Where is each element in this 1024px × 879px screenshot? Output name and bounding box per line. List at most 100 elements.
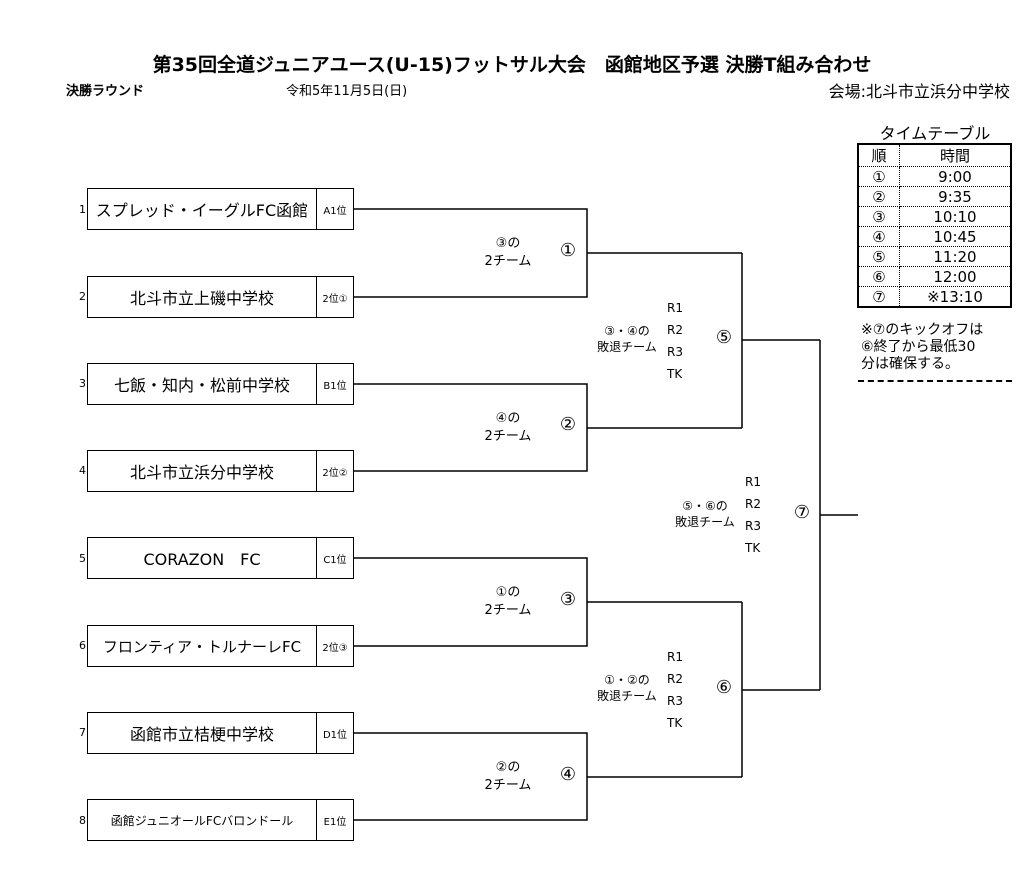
- timetable-header: 順 時間: [858, 144, 1011, 167]
- role-r2: R2: [667, 323, 683, 337]
- loser-feed: ⑤・⑥の 敗退チーム: [660, 498, 750, 530]
- feed-line: 2チーム: [484, 254, 532, 269]
- team-number: 6: [79, 639, 86, 652]
- team-seed: C1位: [316, 537, 354, 579]
- match-number: ②: [559, 414, 577, 435]
- order-cell: ④: [858, 226, 900, 247]
- loser-feed: ③・④の 敗退チーム: [582, 323, 672, 355]
- team-name: フロンティア・トルナーレFC: [87, 625, 317, 667]
- time-cell: 12:00: [899, 266, 1011, 287]
- timetable-row: ④ 10:45: [858, 226, 1011, 247]
- referee-feed: ④の 2チーム: [468, 410, 548, 446]
- team-seed: E1位: [316, 799, 354, 841]
- timetable-row: ⑤ 11:20: [858, 246, 1011, 267]
- team-number: 7: [79, 726, 86, 739]
- role-r1: R1: [667, 650, 683, 664]
- order-cell: ⑤: [858, 246, 900, 267]
- match-number: ⑤: [715, 327, 733, 348]
- feed-line: ③の: [495, 236, 521, 251]
- team-seed: B1位: [316, 363, 354, 405]
- team-seed: 2位②: [316, 450, 354, 492]
- team-number: 8: [79, 814, 86, 827]
- match-number: ①: [559, 240, 577, 261]
- loser-line: ⑤・⑥の: [682, 499, 728, 513]
- time-cell: ※13:10: [899, 286, 1011, 308]
- timetable-row: ⑥ 12:00: [858, 266, 1011, 287]
- timetable-row: ② 9:35: [858, 186, 1011, 207]
- role-tk: TK: [667, 716, 683, 730]
- role-tk: TK: [667, 367, 683, 381]
- role-tk: TK: [745, 541, 761, 555]
- team-name: 北斗市立浜分中学校: [87, 450, 317, 492]
- team-name: スプレッド・イーグルFC函館: [87, 188, 317, 230]
- role-r3: R3: [745, 519, 761, 533]
- team-name: 北斗市立上磯中学校: [87, 276, 317, 318]
- role-r3: R3: [667, 345, 683, 359]
- timetable-row: ③ 10:10: [858, 206, 1011, 227]
- team-number: 2: [79, 290, 86, 303]
- loser-line: ③・④の: [604, 324, 650, 338]
- team-seed: A1位: [316, 188, 354, 230]
- order-cell: ②: [858, 186, 900, 207]
- referee-roles: R1 R2 R3 TK: [667, 646, 697, 734]
- note-line: ※⑦のキックオフは: [861, 322, 984, 338]
- team-seed: D1位: [316, 712, 354, 754]
- referee-feed: ②の 2チーム: [468, 759, 548, 795]
- feed-line: 2チーム: [484, 778, 532, 793]
- feed-line: 2チーム: [484, 603, 532, 618]
- loser-line: 敗退チーム: [597, 340, 657, 354]
- time-cell: 10:45: [899, 226, 1011, 247]
- role-r2: R2: [745, 497, 761, 511]
- loser-feed: ①・②の 敗退チーム: [582, 672, 672, 704]
- referee-roles: R1 R2 R3 TK: [667, 297, 697, 385]
- role-r1: R1: [745, 475, 761, 489]
- role-r2: R2: [667, 672, 683, 686]
- match-number: ③: [559, 589, 577, 610]
- loser-line: 敗退チーム: [597, 689, 657, 703]
- order-cell: ⑦: [858, 286, 900, 308]
- venue-label: 会場:北斗市立浜分中学校: [828, 82, 1010, 101]
- timetable-row: ① 9:00: [858, 166, 1011, 187]
- note-line: ⑥終了から最低30: [861, 339, 976, 355]
- referee-feed: ①の 2チーム: [468, 584, 548, 620]
- order-header: 順: [858, 144, 900, 167]
- order-cell: ①: [858, 166, 900, 187]
- timetable-row: ⑦ ※13:10: [858, 286, 1011, 308]
- referee-roles: R1 R2 R3 TK: [745, 471, 775, 559]
- team-number: 3: [79, 377, 86, 390]
- loser-line: ①・②の: [604, 673, 650, 687]
- feed-line: 2チーム: [484, 429, 532, 444]
- role-r3: R3: [667, 694, 683, 708]
- time-header: 時間: [899, 144, 1011, 167]
- time-cell: 10:10: [899, 206, 1011, 227]
- team-seed: 2位③: [316, 625, 354, 667]
- team-name: 函館ジュニオールFCバロンドール: [87, 799, 317, 841]
- timetable-title: タイムテーブル: [879, 124, 991, 143]
- feed-line: ④の: [495, 411, 521, 426]
- timetable-note: ※⑦のキックオフは ⑥終了から最低30 分は確保する。: [861, 322, 983, 373]
- loser-line: 敗退チーム: [675, 515, 735, 529]
- role-r1: R1: [667, 301, 683, 315]
- feed-line: ①の: [495, 585, 521, 600]
- match-number: ⑥: [715, 677, 733, 698]
- team-name: 七飯・知内・松前中学校: [87, 363, 317, 405]
- order-cell: ⑥: [858, 266, 900, 287]
- timetable: 順 時間 ① 9:00 ② 9:35 ③ 10:10 ④ 10:45 ⑤ 11:…: [857, 143, 1012, 308]
- order-cell: ③: [858, 206, 900, 227]
- team-seed: 2位①: [316, 276, 354, 318]
- note-line: 分は確保する。: [861, 356, 959, 372]
- feed-line: ②の: [495, 760, 521, 775]
- team-name: CORAZON FC: [87, 537, 317, 579]
- page-title: 第35回全道ジュニアユース(U-15)フットサル大会 函館地区予選 決勝T組み合…: [152, 54, 872, 76]
- team-name: 函館市立桔梗中学校: [87, 712, 317, 754]
- team-number: 1: [79, 203, 86, 216]
- match-number: ⑦: [793, 502, 811, 523]
- team-number: 5: [79, 552, 86, 565]
- referee-feed: ③の 2チーム: [468, 235, 548, 271]
- note-divider: [858, 380, 1012, 382]
- time-cell: 9:00: [899, 166, 1011, 187]
- team-number: 4: [79, 464, 86, 477]
- match-number: ④: [559, 764, 577, 785]
- time-cell: 11:20: [899, 246, 1011, 267]
